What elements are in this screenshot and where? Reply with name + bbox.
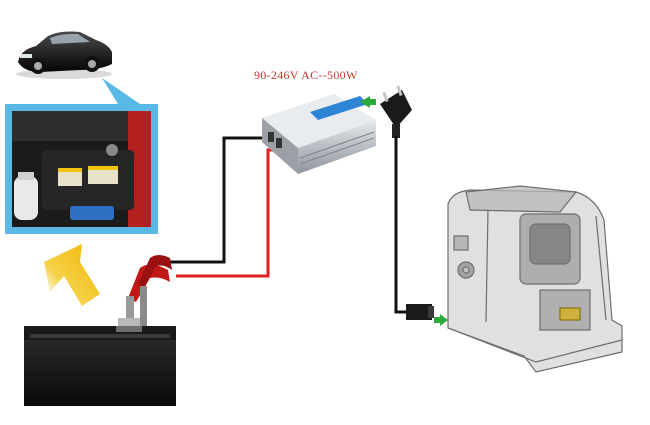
- red-clamp-icon: [126, 264, 170, 326]
- green-arrow-icon-machine: [434, 314, 448, 326]
- iec-connector-icon: [406, 304, 434, 320]
- callout-pointer: [102, 78, 140, 104]
- green-arrow-icon-inverter: [360, 96, 376, 108]
- black-dc-cable: [168, 136, 268, 264]
- power-rating-label: 90-246V AC--500W: [254, 68, 358, 82]
- battery-icon: [24, 318, 176, 406]
- ac-plug-icon: [380, 85, 412, 138]
- power-inverter-icon: [262, 94, 376, 174]
- red-dc-cable: [176, 148, 282, 278]
- car-icon: [16, 31, 112, 79]
- yellow-arrow-icon: [44, 244, 100, 306]
- black-clamp-icon: [138, 255, 172, 326]
- ac-power-cable: [394, 136, 410, 314]
- key-cutting-machine-icon: [447, 185, 623, 373]
- engine-bay-photo: [5, 104, 158, 234]
